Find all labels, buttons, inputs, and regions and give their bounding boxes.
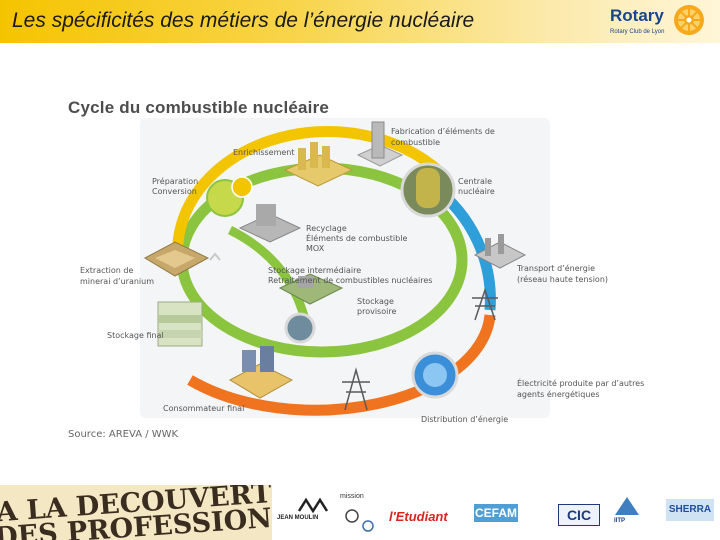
label-fabrication-2: combustible bbox=[391, 138, 440, 147]
label-recyclage-1: Recyclage bbox=[306, 224, 347, 233]
flow-arrows bbox=[209, 252, 221, 261]
sherra-logo: SHERRA bbox=[666, 499, 714, 521]
node-preparation bbox=[206, 176, 253, 217]
iitp-logo: IITP bbox=[614, 518, 625, 524]
label-stockage-intermediaire-2: Retraitement de combustibles nucléaires bbox=[268, 276, 433, 285]
node-extraction bbox=[143, 241, 210, 277]
label-stockage-provisoire-2: provisoire bbox=[357, 307, 397, 316]
label-enrichissement: Enrichissement bbox=[233, 148, 295, 157]
diagram-source: Source: AREVA / WWK bbox=[68, 429, 179, 440]
label-distribution: Distribution d’énergie bbox=[421, 415, 509, 424]
rotary-subtitle: Rotary Club de Lyon bbox=[610, 29, 665, 35]
node-stockage-final bbox=[157, 301, 203, 347]
jean-moulin-logo: JEAN MOULIN bbox=[277, 515, 318, 521]
jean-moulin-emblem-icon bbox=[297, 497, 329, 513]
node-fabrication bbox=[356, 121, 404, 167]
label-extraction-2: minerai d’uranium bbox=[80, 277, 155, 286]
label-centrale-1: Centrale bbox=[458, 177, 493, 186]
jean-moulin-text: JEAN MOULIN bbox=[277, 515, 319, 521]
label-stockage-final: Stockage final bbox=[107, 331, 164, 340]
footer-logos: A LA DECOUVERTE DES PROFESSIONS JEAN MOU… bbox=[0, 485, 720, 540]
label-transport-1: Transport d’énergie bbox=[517, 264, 595, 273]
page-title: Les spécificités des métiers de l’énergi… bbox=[12, 9, 475, 32]
letudiant-logo: l'Etudiant bbox=[389, 509, 448, 524]
label-stockage-provisoire-1: Stockage bbox=[357, 297, 394, 306]
cefam-logo: CEFAM bbox=[474, 504, 518, 522]
node-transport bbox=[473, 234, 527, 269]
label-centrale-2: nucléaire bbox=[458, 187, 495, 196]
mission-logo: mission bbox=[340, 493, 364, 500]
cefam-text: CEFAM bbox=[475, 506, 517, 520]
node-electricite bbox=[411, 351, 459, 399]
diagram-title: Cycle du combustible nucléaire bbox=[68, 98, 330, 117]
node-stockage-intermediaire bbox=[278, 273, 344, 305]
green-link bbox=[227, 225, 310, 322]
node-stockage-provisoire bbox=[284, 312, 316, 344]
label-stockage-intermediaire-1: Stockage intermédiaire bbox=[268, 266, 362, 275]
label-preparation-1: Préparation bbox=[152, 177, 199, 186]
label-electricite-2: agents énergétiques bbox=[517, 390, 600, 399]
sherra-text: SHERRA bbox=[668, 504, 712, 515]
letudiant-text: l'Etudiant bbox=[389, 509, 448, 524]
label-electricite-1: Électricité produite par d’autres bbox=[517, 379, 645, 388]
label-extraction-1: Extraction de bbox=[80, 266, 134, 275]
node-distribution bbox=[342, 367, 370, 411]
yellow-ring bbox=[172, 126, 444, 261]
node-centrale bbox=[400, 162, 456, 218]
iitp-emblem-icon bbox=[615, 497, 639, 515]
header-banner: Les spécificités des métiers de l’énergi… bbox=[0, 0, 720, 43]
cic-text: CIC bbox=[566, 507, 592, 523]
node-consommateur bbox=[228, 346, 294, 399]
node-enrichissement bbox=[283, 142, 354, 187]
rotary-logo: Rotary Rotary Club de Lyon bbox=[610, 3, 706, 39]
decouverte-banner: A LA DECOUVERTE DES PROFESSIONS bbox=[0, 485, 272, 540]
mission-emblem-icon bbox=[345, 509, 374, 532]
label-fabrication-1: Fabrication d’éléments de bbox=[391, 127, 495, 136]
label-recyclage-3: MOX bbox=[306, 244, 325, 253]
rotary-wordmark: Rotary bbox=[610, 6, 664, 25]
orange-ring bbox=[187, 314, 496, 416]
label-consommateur: Consommateur final bbox=[163, 404, 245, 413]
node-recyclage bbox=[238, 204, 302, 243]
node-pylon-right bbox=[472, 287, 498, 321]
label-transport-2: (réseau haute tension) bbox=[517, 275, 609, 284]
rotary-wheel-icon bbox=[674, 5, 704, 35]
label-recyclage-2: Éléments de combustible bbox=[306, 234, 408, 243]
iitp-text: IITP bbox=[614, 518, 626, 524]
fuel-cycle-diagram bbox=[140, 118, 550, 418]
cic-logo: CIC bbox=[558, 504, 600, 526]
label-preparation-2: Conversion bbox=[152, 187, 197, 196]
mission-text: mission bbox=[340, 493, 364, 500]
